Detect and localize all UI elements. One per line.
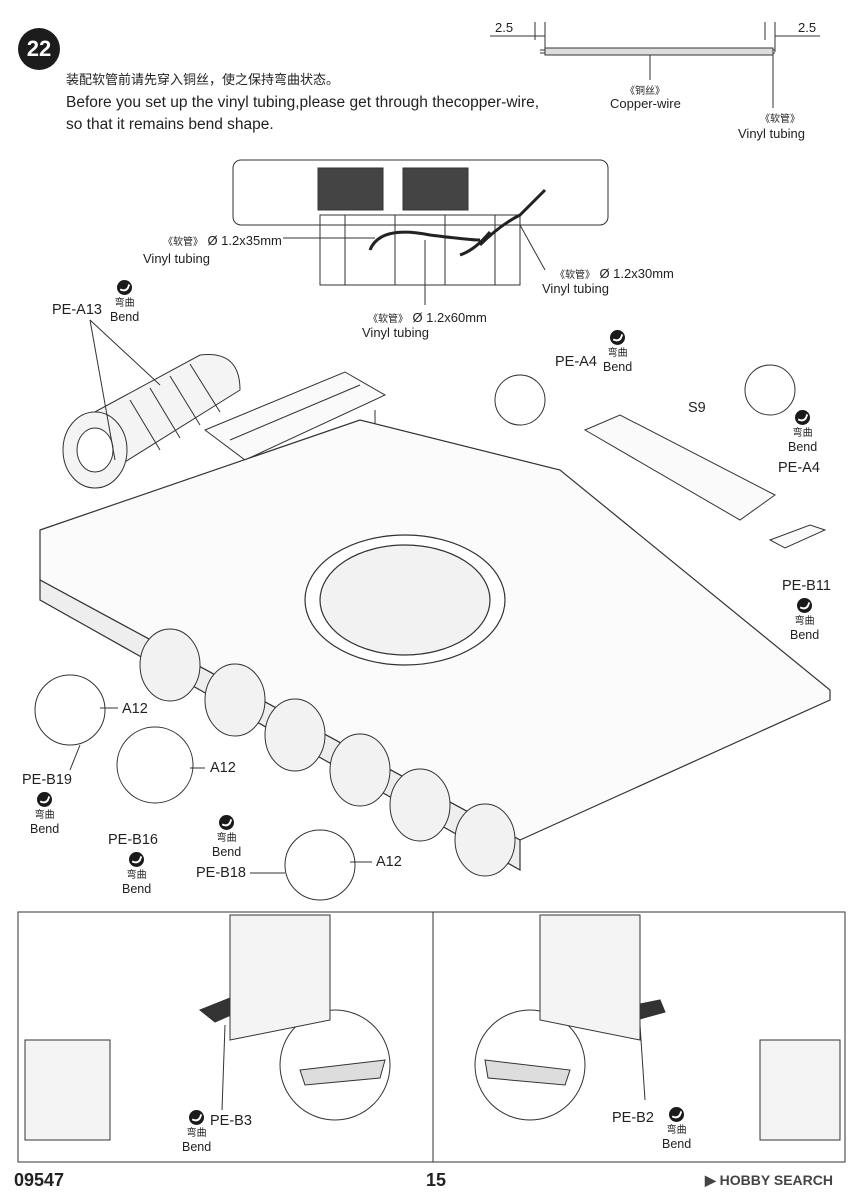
vinyl-tubing-en: Vinyl tubing: [738, 126, 805, 141]
part-pe-a4-right: PE-A4: [778, 460, 820, 476]
bend-icon: [797, 598, 813, 613]
bend-icon: [129, 852, 145, 867]
part-pe-a4-top: PE-A4: [555, 354, 597, 370]
part-a12-3: A12: [376, 854, 402, 870]
instructions-en-line2: so that it remains bend shape.: [66, 116, 274, 133]
part-a12-1: A12: [122, 701, 148, 717]
part-pe-b16: PE-B16: [108, 832, 158, 848]
vinyl-tubing-cn: 《软管》: [760, 114, 800, 125]
bend-b19: 弯曲 Bend: [30, 792, 59, 837]
instructions-en-line1: Before you set up the vinyl tubing,pleas…: [66, 94, 540, 111]
bend-icon: [795, 410, 811, 425]
bend-icon: [610, 330, 626, 345]
tubing-35-cn: 《软管》: [163, 237, 203, 248]
s9-panel: [583, 414, 827, 549]
tubing-60-cn: 《软管》: [368, 314, 408, 325]
dim-right-label: 2.5: [798, 20, 817, 35]
bend-icon: [219, 815, 235, 830]
exhaust-drum: [62, 353, 241, 489]
tubing-30-en: Vinyl tubing: [542, 281, 609, 296]
part-pe-b3: PE-B3: [210, 1113, 252, 1129]
bend-a4-top: 弯曲 Bend: [603, 330, 632, 375]
tubing-60-en: Vinyl tubing: [362, 325, 429, 340]
instructions: 装配软管前请先穿入铜丝，使之保持弯曲状态。 Before you set up …: [66, 70, 586, 136]
detail-bubbles: [34, 364, 796, 901]
road-wheels: [139, 628, 516, 877]
bend-icon: [189, 1110, 205, 1125]
tubing-35-en: Vinyl tubing: [143, 251, 210, 266]
tubing-60-spec: Ø 1.2x60mm: [412, 310, 487, 325]
watermark: ▶ HOBBY SEARCH: [705, 1172, 833, 1189]
tubing-30-cn: 《软管》: [555, 270, 595, 281]
bend-a13: 弯曲 Bend: [110, 280, 139, 325]
bend-b2: 弯曲 Bend: [662, 1107, 691, 1152]
bend-b3: 弯曲 Bend: [182, 1110, 211, 1155]
bend-icon: [669, 1107, 685, 1122]
product-code: 09547: [14, 1170, 65, 1190]
bend-b11: 弯曲 Bend: [790, 598, 819, 643]
bottom-detail-frames: [17, 911, 846, 1163]
hull-top-detail: [232, 159, 609, 305]
bend-a4-right: 弯曲 Bend: [788, 410, 817, 455]
bend-icon: [117, 280, 133, 295]
wire-tubing-detail: [490, 22, 820, 108]
step-number-badge: 22: [18, 28, 60, 70]
part-pe-b2: PE-B2: [612, 1110, 654, 1126]
part-pe-b19: PE-B19: [22, 772, 72, 788]
bend-icon: [37, 792, 53, 807]
part-s9: S9: [688, 400, 706, 416]
tubing-30-spec: Ø 1.2x30mm: [599, 266, 674, 281]
instructions-cn: 装配软管前请先穿入铜丝，使之保持弯曲状态。: [66, 73, 340, 88]
part-pe-a13: PE-A13: [52, 302, 102, 318]
copper-wire-en: Copper-wire: [610, 96, 681, 111]
dim-left-label: 2.5: [495, 20, 514, 35]
page-number: 15: [426, 1170, 447, 1190]
bend-b16: 弯曲 Bend: [122, 852, 151, 897]
part-pe-b11: PE-B11: [782, 578, 831, 594]
watermark-text: HOBBY SEARCH: [719, 1172, 833, 1188]
step-number: 22: [26, 36, 52, 61]
copper-wire-cn: 《铜丝》: [625, 86, 665, 97]
part-pe-b18: PE-B18: [196, 865, 246, 881]
tubing-35-spec: Ø 1.2x35mm: [207, 233, 282, 248]
part-a12-2: A12: [210, 760, 236, 776]
tubing-callout-35: 《软管》 Ø 1.2x35mm: [163, 232, 282, 250]
tubing-callout-30: 《软管》 Ø 1.2x30mm: [555, 265, 674, 283]
watermark-icon: ▶: [705, 1172, 716, 1188]
bend-b18: 弯曲 Bend: [212, 815, 241, 860]
tubing-callout-60: 《软管》 Ø 1.2x60mm: [368, 309, 487, 327]
